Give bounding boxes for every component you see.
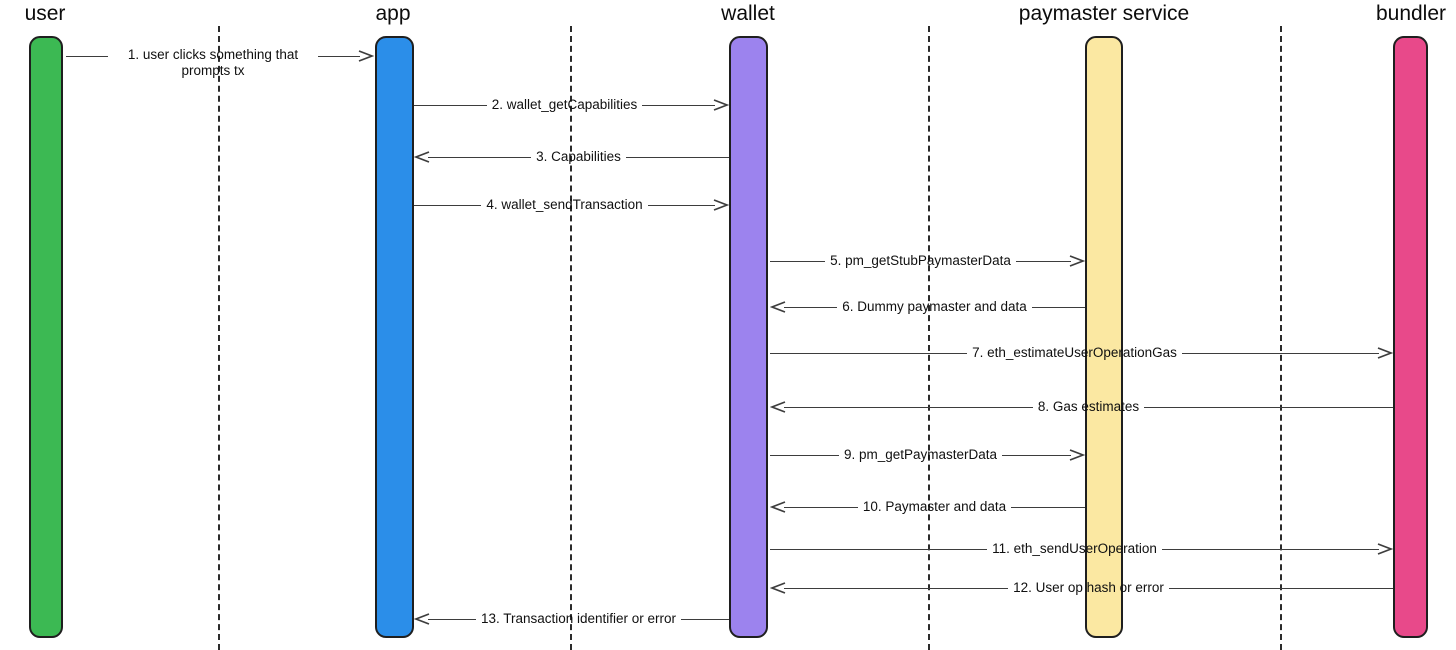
arrow-line: [66, 56, 108, 57]
message-2: 2. wallet_getCapabilities: [414, 95, 729, 115]
activation-bar-app: [375, 36, 414, 638]
arrow-line: [1015, 260, 1072, 262]
message-3: 3. Capabilities: [414, 147, 730, 167]
arrow-right-icon: [713, 99, 729, 111]
arrow-right-icon: [1377, 347, 1394, 359]
arrow-line: [770, 352, 968, 354]
arrow-left-icon: [770, 582, 786, 594]
arrow-line: [1031, 306, 1085, 308]
message-label: 2. wallet_getCapabilities: [491, 97, 638, 112]
arrow-right-icon: [713, 199, 729, 211]
participant-label-app: app: [375, 2, 411, 25]
message-10: 10. Paymaster and data: [770, 497, 1085, 517]
participant-label-wallet: wallet: [721, 2, 775, 25]
message-11: 11. eth_sendUserOperation: [770, 539, 1394, 559]
message-7: 7. eth_estimateUserOperationGas: [770, 343, 1394, 363]
arrow-line: [428, 618, 476, 620]
message-label: 10. Paymaster and data: [862, 499, 1007, 514]
message-label: 3. Capabilities: [536, 149, 621, 164]
arrow-line: [625, 156, 730, 158]
activation-bar-bundler: [1393, 36, 1428, 638]
arrow-line: [642, 104, 715, 106]
arrow-line: [784, 406, 1033, 408]
message-1: 1. user clicks something that prompts tx: [66, 47, 374, 81]
activation-bar-user: [29, 36, 63, 638]
arrow-line: [784, 587, 1009, 589]
arrow-line: [770, 260, 826, 262]
message-12: 12. User op hash or error: [770, 578, 1394, 598]
message-label: 13. Transaction identifier or error: [480, 611, 677, 626]
arrow-line: [414, 104, 487, 106]
message-8: 8. Gas estimates: [770, 397, 1394, 417]
participant-label-bundler: bundler: [1375, 2, 1447, 25]
arrow-line: [428, 156, 532, 158]
activation-bar-paymaster: [1085, 36, 1123, 638]
message-label: 12. User op hash or error: [1013, 580, 1164, 595]
arrow-line: [1011, 506, 1085, 508]
message-5: 5. pm_getStubPaymasterData: [770, 251, 1086, 271]
message-label: 6. Dummy paymaster and data: [842, 299, 1027, 314]
arrow-line: [681, 618, 729, 620]
message-6: 6. Dummy paymaster and data: [770, 297, 1085, 317]
participant-label-paymaster: paymaster service: [1018, 2, 1190, 25]
arrow-left-icon: [770, 501, 786, 513]
message-label: 11. eth_sendUserOperation: [992, 541, 1157, 556]
arrow-line: [414, 204, 482, 206]
message-9: 9. pm_getPaymasterData: [770, 445, 1086, 465]
arrow-left-icon: [414, 613, 430, 625]
arrow-line: [770, 454, 839, 456]
arrow-right-icon: [1377, 543, 1394, 555]
lifeline: [218, 26, 220, 650]
arrow-left-icon: [770, 301, 786, 313]
arrow-right-icon: [358, 50, 374, 62]
arrow-line: [1002, 454, 1072, 456]
arrow-line: [1161, 548, 1380, 550]
arrow-line: [1144, 406, 1394, 408]
message-label: 5. pm_getStubPaymasterData: [830, 253, 1011, 268]
arrow-line: [784, 506, 858, 508]
arrow-left-icon: [770, 401, 786, 413]
message-label: 7. eth_estimateUserOperationGas: [972, 345, 1177, 360]
message-label: 8. Gas estimates: [1037, 399, 1140, 414]
arrow-line: [1168, 587, 1394, 589]
activation-bar-wallet: [729, 36, 768, 638]
arrow-right-icon: [1069, 255, 1086, 267]
arrow-right-icon: [1069, 449, 1086, 461]
message-4: 4. wallet_sendTransaction: [414, 195, 729, 215]
arrow-line: [1181, 352, 1380, 354]
arrow-line: [318, 56, 360, 57]
lifeline: [1280, 26, 1282, 650]
arrow-line: [770, 548, 988, 550]
message-label: 4. wallet_sendTransaction: [486, 197, 643, 212]
arrow-line: [784, 306, 838, 308]
lifeline: [928, 26, 930, 650]
participant-label-user: user: [24, 2, 66, 25]
message-label: 9. pm_getPaymasterData: [843, 447, 998, 462]
arrow-line: [647, 204, 715, 206]
message-13: 13. Transaction identifier or error: [414, 609, 729, 629]
lifeline: [570, 26, 572, 650]
message-label: 1. user clicks something that prompts tx: [127, 47, 299, 78]
arrow-left-icon: [414, 151, 430, 163]
